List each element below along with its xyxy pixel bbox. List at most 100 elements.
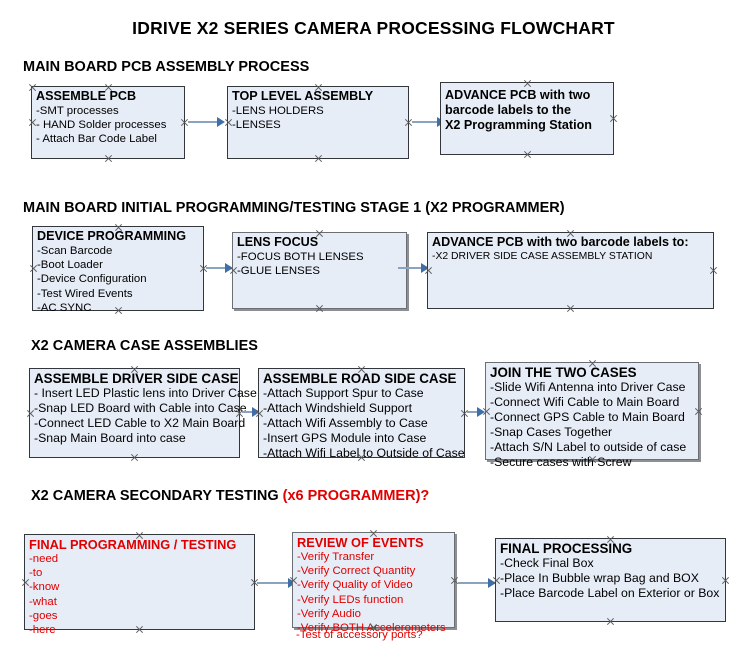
node-line: -what [29, 595, 57, 608]
node-line: -Attach Windshield Support [263, 401, 413, 415]
node-line: -Snap LED Board with Cable into Case [34, 401, 247, 415]
node-line: -Place Barcode Label on Exterior or Box [500, 586, 720, 600]
section-header-4-text: X2 CAMERA SECONDARY TESTING [31, 488, 283, 504]
node-line: -Verify Transfer [297, 551, 375, 563]
node-line: -here [29, 624, 56, 637]
node-title: DEVICE PROGRAMMING [37, 229, 187, 243]
node-join-the-two-cases[interactable]: JOIN THE TWO CASES -Slide Wifi Antenna i… [485, 362, 699, 469]
node-overflow-line: -Test of accessory ports? [296, 629, 423, 641]
node-line: -need [29, 553, 59, 565]
node-line: -to [29, 567, 43, 580]
node-line: -Snap Cases Together [490, 425, 613, 439]
node-title: ASSEMBLE PCB [36, 89, 137, 103]
node-line: -Connect Wifi Cable to Main Board [490, 395, 680, 409]
connector-1-1 [188, 121, 220, 123]
resize-handle-s[interactable] [315, 304, 324, 313]
node-top-level-assembly[interactable]: TOP LEVEL ASSEMBLY -LENS HOLDERS -LENSES [227, 86, 409, 159]
node-assemble-pcb[interactable]: ASSEMBLE PCB -SMT processes - HAND Solde… [31, 86, 185, 159]
node-line: -goes [29, 609, 58, 622]
node-review-of-events[interactable]: REVIEW OF EVENTS -Verify Transfer -Verif… [292, 532, 455, 634]
node-line: -know [29, 581, 60, 594]
node-line: -Secure cases with Screw [490, 455, 632, 469]
node-advance-pcb-to-programming-station[interactable]: ADVANCE PCB with two barcode labels to t… [440, 82, 614, 155]
connector-4-1 [257, 582, 292, 584]
node-assemble-driver-side-case[interactable]: ASSEMBLE DRIVER SIDE CASE - Insert LED P… [29, 368, 257, 458]
node-line: -Snap Main Board into case [34, 431, 186, 445]
node-line: -Test Wired Events [37, 287, 133, 300]
resize-handle-s[interactable] [104, 154, 113, 163]
node-line: -Connect LED Cable to X2 Main Board [34, 416, 246, 430]
node-line: -AC SYNC [37, 301, 92, 314]
node-title: ASSEMBLE ROAD SIDE CASE [263, 371, 457, 386]
node-title: FINAL PROGRAMMING / TESTING [29, 537, 237, 552]
node-line: -Slide Wifi Antenna into Driver Case [490, 380, 686, 394]
node-line: -Attach Wifi Label to Outside of Case [263, 446, 465, 460]
section-header-1-text: MAIN BOARD PCB ASSEMBLY PROCESS [23, 59, 310, 75]
resize-handle-s[interactable] [606, 617, 615, 626]
resize-handle-s[interactable] [314, 154, 323, 163]
node-line: -Attach S/N Label to outside of case [490, 440, 687, 454]
node-line: -Attach Support Spur to Case [263, 386, 424, 400]
section-header-2: MAIN BOARD INITIAL PROGRAMMING/TESTING S… [23, 200, 565, 216]
section-header-4: X2 CAMERA SECONDARY TESTING (x6 PROGRAMM… [31, 488, 429, 504]
connector-3-1 [242, 411, 256, 413]
node-device-programming[interactable]: DEVICE PROGRAMMING -Scan Barcode -Boot L… [32, 226, 204, 314]
node-title-line-3: X2 Programming Station [445, 118, 592, 132]
node-line: -X2 DRIVER SIDE CASE ASSEMBLY STATION [432, 251, 653, 262]
node-line: -Scan Barcode [37, 245, 113, 257]
node-line: -Attach Wifi Assembly to Case [263, 416, 428, 430]
arrowhead-icon [217, 117, 225, 127]
node-line: -Verify BOTH Accelerometers [297, 622, 446, 635]
node-line: -GLUE LENSES [237, 265, 320, 278]
node-line: -Verify LEDs function [297, 593, 404, 606]
node-line: -Verify Correct Quantity [297, 565, 416, 578]
section-header-3-text: X2 CAMERA CASE ASSEMBLIES [31, 338, 258, 354]
connector-2-2 [398, 267, 424, 269]
node-line: -LENS HOLDERS [232, 105, 324, 117]
resize-handle-s[interactable] [566, 304, 575, 313]
node-line: - Insert LED Plastic lens into Driver Ca… [34, 386, 257, 400]
node-line: -SMT processes [36, 105, 119, 117]
node-line: -Insert GPS Module into Case [263, 431, 427, 445]
node-title: LENS FOCUS [237, 235, 319, 249]
node-title: ADVANCE PCB with two barcode labels to: [432, 235, 689, 249]
node-final-programming-testing[interactable]: FINAL PROGRAMMING / TESTING -need -to -k… [24, 534, 255, 636]
node-lens-focus[interactable]: LENS FOCUS -FOCUS BOTH LENSES -GLUE LENS… [232, 232, 407, 309]
section-header-1: MAIN BOARD PCB ASSEMBLY PROCESS [23, 59, 309, 75]
resize-handle-n[interactable] [523, 79, 532, 88]
arrowhead-icon [252, 407, 260, 417]
node-advance-pcb-to-driver-side-case[interactable]: ADVANCE PCB with two barcode labels to: … [427, 232, 714, 309]
arrowhead-icon [488, 578, 496, 588]
connector-2-1 [206, 267, 228, 269]
node-line: -Boot Loader [37, 259, 103, 272]
resize-handle-e[interactable] [709, 266, 718, 275]
arrowhead-icon [477, 407, 485, 417]
node-title: ADVANCE PCB with two [445, 88, 591, 102]
node-title-line-2: barcode labels to the [445, 103, 571, 117]
node-line: -Connect GPS Cable to Main Board [490, 410, 685, 424]
resize-handle-s[interactable] [523, 150, 532, 159]
resize-handle-s[interactable] [130, 453, 139, 462]
section-header-4-accent: (x6 PROGRAMMER)? [282, 488, 430, 504]
node-title: TOP LEVEL ASSEMBLY [232, 89, 374, 103]
node-title: ASSEMBLE DRIVER SIDE CASE [34, 371, 239, 386]
node-line: - HAND Solder processes [36, 119, 167, 132]
node-assemble-road-side-case[interactable]: ASSEMBLE ROAD SIDE CASE -Attach Support … [258, 368, 465, 460]
node-line: -Place In Bubble wrap Bag and BOX [500, 571, 699, 585]
section-header-2-text: MAIN BOARD INITIAL PROGRAMMING/TESTING S… [23, 200, 565, 216]
arrowhead-icon [421, 263, 429, 273]
node-title: REVIEW OF EVENTS [297, 535, 424, 550]
node-title: FINAL PROCESSING [500, 541, 633, 556]
node-final-processing[interactable]: FINAL PROCESSING -Check Final Box -Place… [495, 538, 726, 622]
node-line: -Device Configuration [37, 273, 147, 286]
connector-1-2 [412, 121, 440, 123]
node-line: -FOCUS BOTH LENSES [237, 251, 364, 263]
connector-4-2 [458, 582, 491, 584]
node-line: -Verify Quality of Video [297, 579, 413, 592]
node-line: - Attach Bar Code Label [36, 133, 157, 146]
node-line: -LENSES [232, 119, 281, 132]
node-line: -Verify Audio [297, 607, 361, 620]
node-title: JOIN THE TWO CASES [490, 365, 637, 380]
arrowhead-icon [225, 263, 233, 273]
